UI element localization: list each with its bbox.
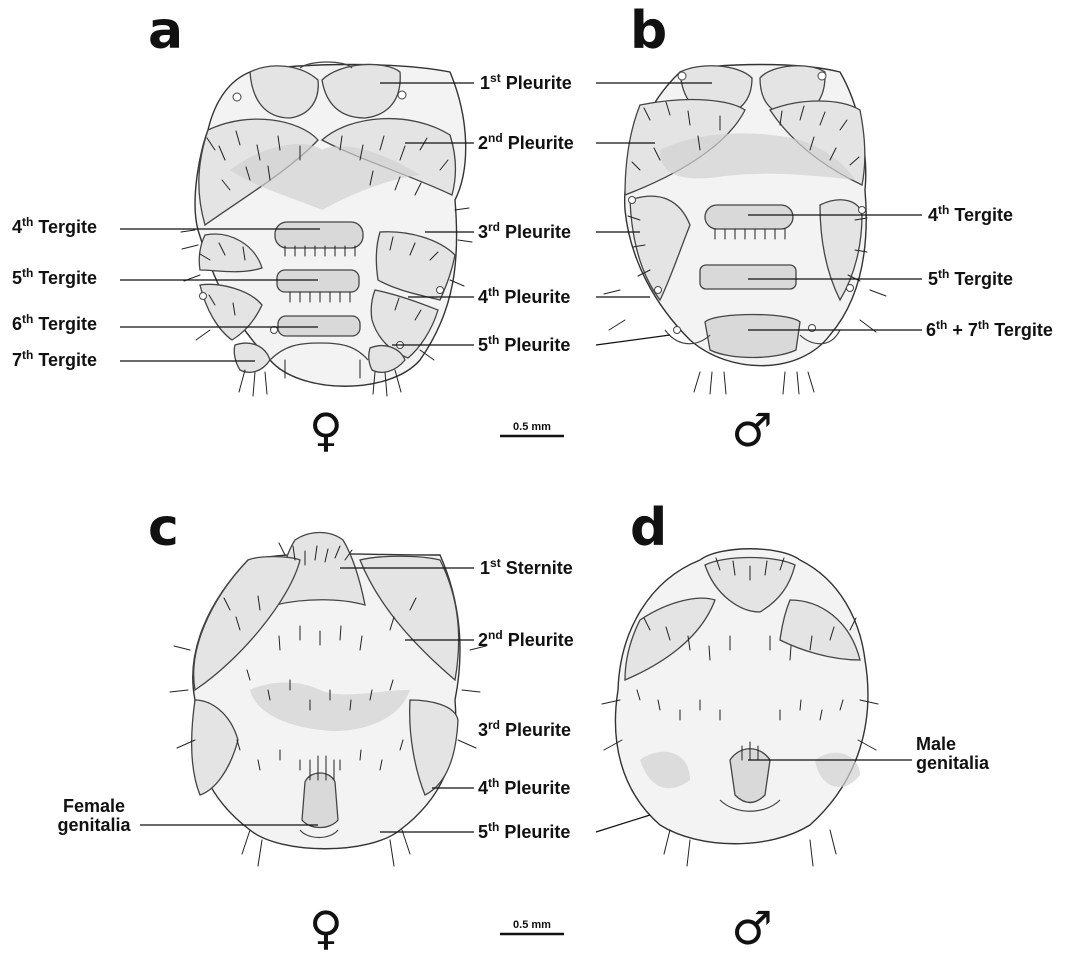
panel-letter-a: a <box>148 1 183 61</box>
label-5th-tergite-b: 5th Tergite <box>928 267 1013 289</box>
tergite-6 <box>278 316 360 336</box>
male-symbol-bottom: ♂ <box>731 901 772 954</box>
label-6th-tergite-a: 6th Tergite <box>12 312 97 334</box>
label-5th-pleurite: 5th Pleurite <box>478 333 570 355</box>
female-symbol-bottom: ♀ <box>309 901 343 954</box>
label-1st-sternite: 1st Sternite <box>480 556 573 578</box>
label-2nd-pleurite-c: 2nd Pleurite <box>478 628 574 650</box>
panel-letter-c: c <box>148 498 179 558</box>
labels-a-left: 4th Tergite 5th Tergite 6th Tergite 7th … <box>12 215 97 370</box>
panel-letter-b: b <box>630 1 667 61</box>
male-symbol-top: ♂ <box>731 403 772 457</box>
label-1st-pleurite: 1st Pleurite <box>480 71 572 93</box>
label-4th-pleurite: 4th Pleurite <box>478 285 570 307</box>
label-6th-7th-tergite-b: 6th + 7th Tergite <box>926 318 1053 340</box>
tergite-4 <box>275 222 363 248</box>
tergite-4-male <box>705 205 793 229</box>
scale-bar-top: 0.5 mm <box>500 421 564 436</box>
panel-letter-d: d <box>630 498 667 558</box>
label-4th-pleurite-c: 4th Pleurite <box>478 776 570 798</box>
label-4th-tergite-b: 4th Tergite <box>928 203 1013 225</box>
label-7th-tergite-a: 7th Tergite <box>12 348 97 370</box>
labels-middle-bottom: 1st Sternite 2nd Pleurite 3rd Pleurite 4… <box>478 556 574 842</box>
svg-text:0.5 mm: 0.5 mm <box>513 919 551 931</box>
label-5th-tergite-a: 5th Tergite <box>12 266 97 288</box>
label-4th-tergite-a: 4th Tergite <box>12 215 97 237</box>
labels-middle-top: 1st Pleurite 2nd Pleurite 3rd Pleurite 4… <box>478 71 574 355</box>
label-5th-pleurite-c: 5th Pleurite <box>478 820 570 842</box>
panel-b-drawing <box>604 65 886 395</box>
scale-bar-bottom: 0.5 mm <box>500 919 564 934</box>
female-symbol-top: ♀ <box>309 403 343 457</box>
panel-c-drawing <box>170 533 486 867</box>
label-3rd-pleurite-c: 3rd Pleurite <box>478 718 571 740</box>
panel-d-drawing <box>602 549 878 866</box>
tergite-5-male <box>700 265 796 289</box>
tergite-5 <box>277 270 359 292</box>
labels-b-right: 4th Tergite 5th Tergite 6th + 7th Tergit… <box>926 203 1053 340</box>
label-3rd-pleurite: 3rd Pleurite <box>478 220 571 242</box>
label-2nd-pleurite: 2nd Pleurite <box>478 131 574 153</box>
svg-text:0.5 mm: 0.5 mm <box>513 421 551 433</box>
